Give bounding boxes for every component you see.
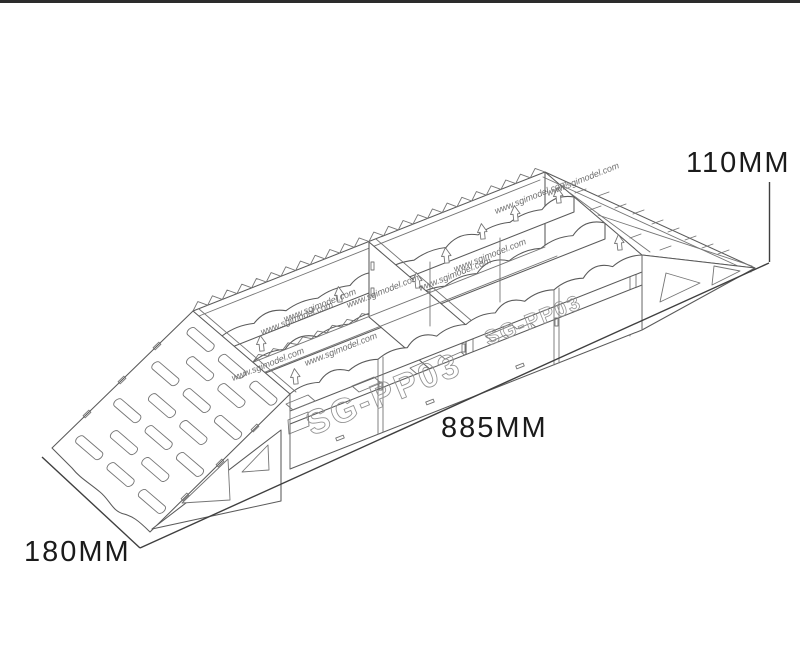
ramp-slot <box>147 392 178 419</box>
ramp-slot <box>217 353 248 380</box>
engraved-square <box>287 411 310 435</box>
wedge-cutout <box>711 265 741 286</box>
up-arrow-icon <box>334 286 345 303</box>
ramp-slot <box>109 429 140 456</box>
ramp-slots-layer <box>74 326 279 515</box>
ramp-slot <box>140 456 171 483</box>
ramp-slot <box>216 382 247 409</box>
slot-mark <box>461 343 466 353</box>
texture-dash <box>597 191 610 197</box>
wedge-fold-line <box>597 214 753 267</box>
tab-notch <box>180 492 190 502</box>
ramp-slot <box>181 387 212 414</box>
interior-uprights <box>429 237 501 327</box>
top-border-bar <box>0 0 800 3</box>
length-dimension-line <box>139 262 770 549</box>
up-arrow-icon <box>614 234 625 251</box>
up-arrow-icon <box>441 247 452 264</box>
texture-dash <box>574 188 587 194</box>
front-face: SG-PP03 SG-PP03 <box>285 254 643 470</box>
texture-dash <box>659 245 672 251</box>
wedge-texture-layer <box>574 188 730 255</box>
width-dimension-label: 180MM <box>24 536 131 568</box>
front-post <box>377 356 384 435</box>
slot-mark <box>370 261 375 271</box>
wedge-front-face <box>641 254 756 331</box>
texture-dash <box>667 227 680 233</box>
tab-notch <box>152 341 162 351</box>
texture-dash <box>614 203 627 209</box>
ramp-slot <box>248 380 279 407</box>
tab-notch <box>425 398 435 406</box>
up-arrow-icon <box>256 335 267 352</box>
ramp-slot <box>74 434 105 461</box>
texture-dash <box>589 205 602 211</box>
ramp-slot <box>213 414 244 441</box>
slot-mark <box>370 287 375 297</box>
ramp-slot <box>175 451 206 478</box>
texture-dash <box>651 219 664 225</box>
up-arrow-icon <box>553 187 564 204</box>
tab-notch <box>515 362 525 370</box>
up-arrow-icon <box>477 223 488 240</box>
tab-notch <box>215 458 225 468</box>
tab-notch <box>82 409 92 419</box>
height-dimension-label: 110MM <box>686 147 791 179</box>
ramp-slot <box>112 397 143 424</box>
ramp-slot <box>185 326 216 353</box>
ramp-slot <box>185 355 216 382</box>
up-arrow-icon <box>412 272 423 289</box>
ramp-top-double-edge <box>198 308 297 393</box>
texture-dash <box>701 243 714 249</box>
edge-tabs-layer <box>82 341 525 502</box>
side-panel-cutout <box>181 458 231 504</box>
ramp-slot <box>105 461 136 488</box>
wedge-cutout <box>659 272 701 303</box>
tab-notch <box>117 375 127 385</box>
engraved-diamond <box>285 394 316 411</box>
right-wedge <box>542 171 756 337</box>
tab-notch <box>250 423 260 433</box>
length-dimension-label: 885MM <box>441 412 548 444</box>
left-ramp <box>52 308 525 532</box>
front-post <box>553 287 560 366</box>
texture-dash <box>717 249 730 255</box>
ramp-slot <box>137 488 168 515</box>
engraved-diamond <box>351 376 382 393</box>
texture-dash <box>629 233 642 239</box>
width-dimension-line <box>41 456 141 549</box>
tab-notch <box>335 434 345 442</box>
dimension-annotations: 110MM 885MM 180MM <box>24 147 791 568</box>
up-arrow-icon <box>510 205 521 222</box>
side-panel-cutout <box>241 444 270 473</box>
texture-dash <box>684 235 697 241</box>
up-arrow-icon <box>290 368 301 385</box>
ramp-slot <box>150 360 181 387</box>
wedge-fold-line <box>569 192 651 253</box>
texture-dash <box>632 209 645 215</box>
slot-mark <box>554 317 559 327</box>
ramp-slot <box>143 424 174 451</box>
ramp-slot <box>178 419 209 446</box>
wedge-ridge-double <box>542 176 752 273</box>
